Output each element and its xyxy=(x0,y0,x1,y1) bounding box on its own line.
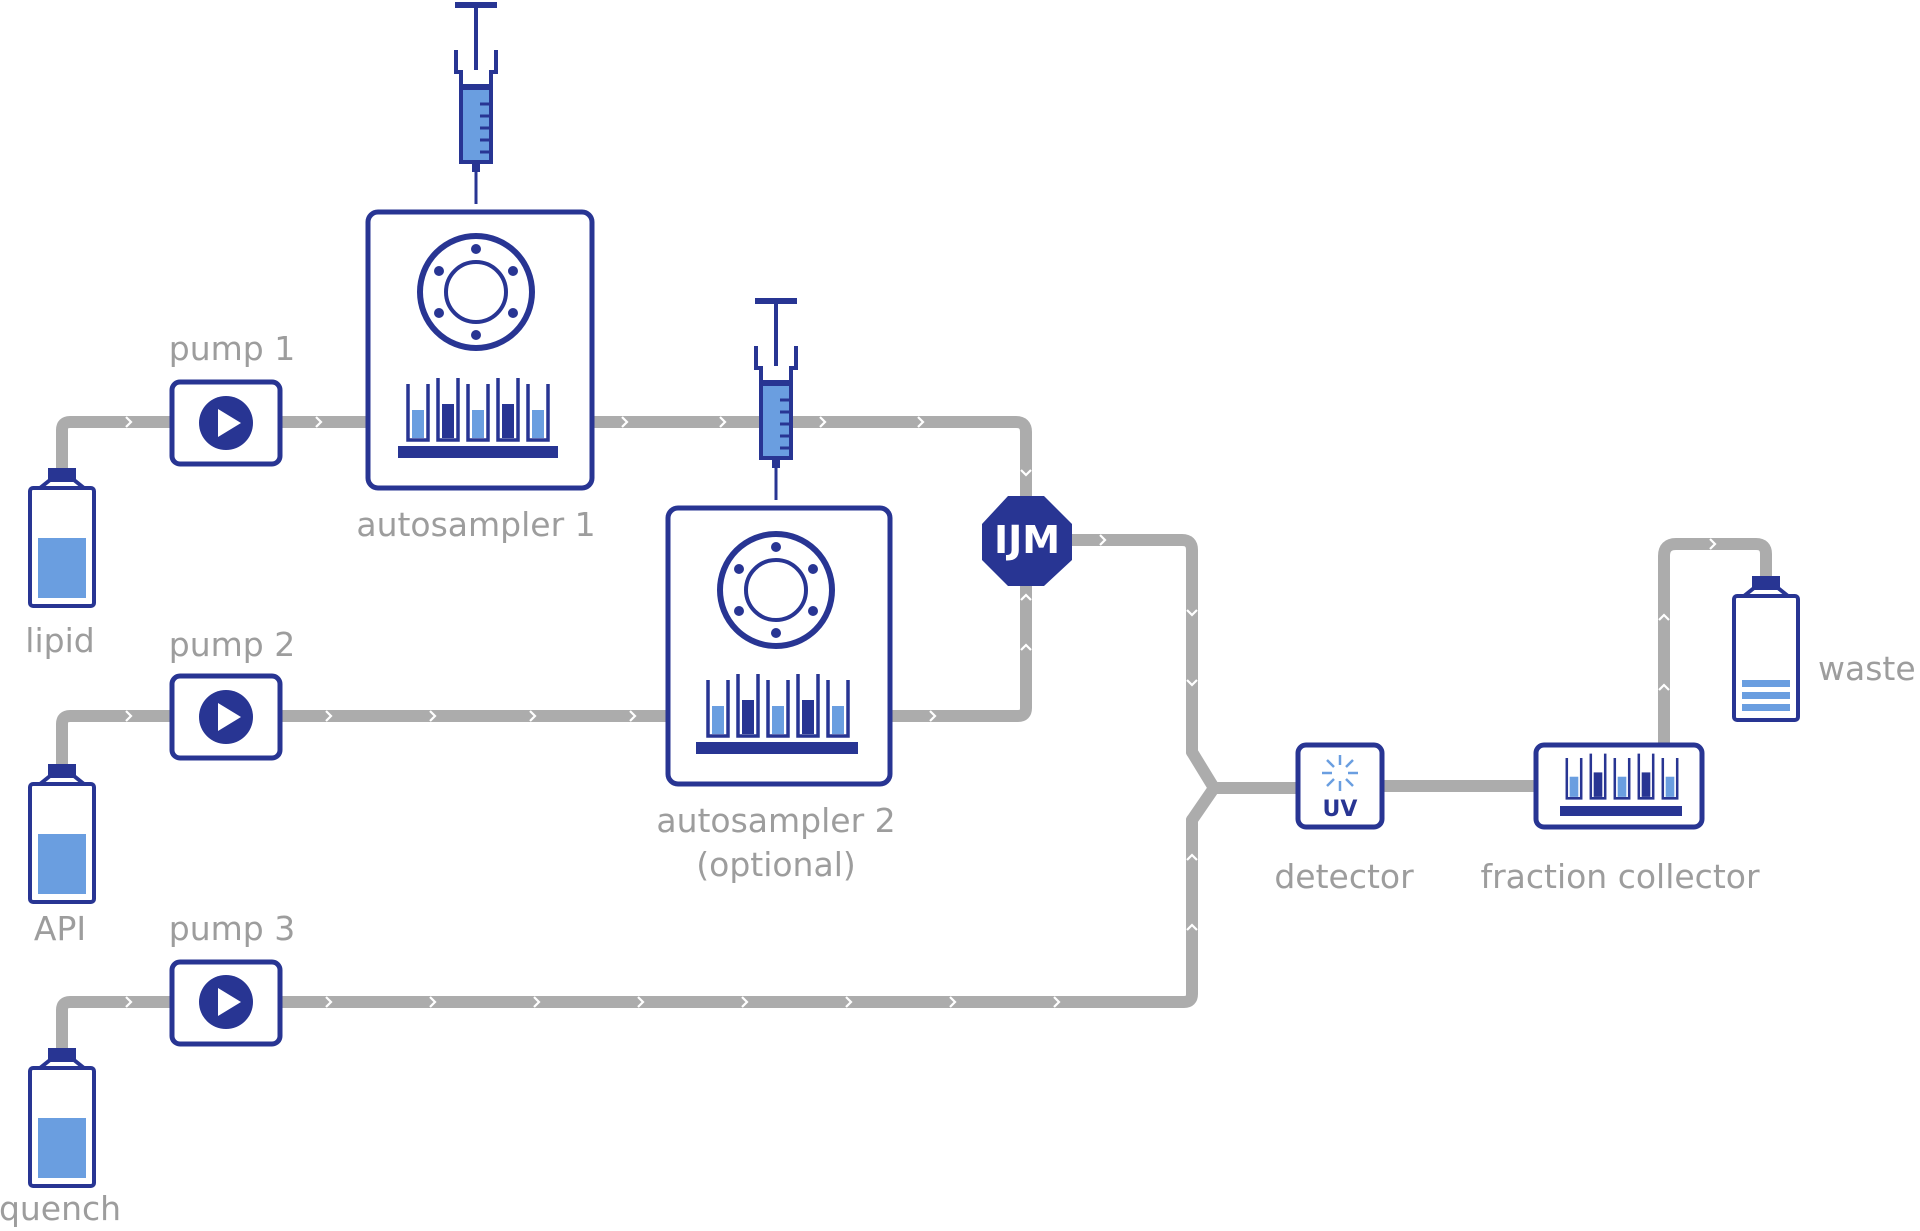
detector-label: detector xyxy=(1274,857,1414,896)
autosampler-2 xyxy=(665,505,893,787)
waste-bottle xyxy=(1732,576,1800,722)
pump-3-label: pump 3 xyxy=(169,909,295,948)
fraction-collector-label: fraction collector xyxy=(1480,857,1759,896)
lipid-label: lipid xyxy=(25,621,94,660)
fraction-collector xyxy=(1533,742,1705,830)
ijm-mixer: IJM xyxy=(982,496,1072,586)
quench-bottle xyxy=(28,1046,96,1188)
pump-1 xyxy=(169,379,283,467)
api-bottle xyxy=(28,762,96,904)
play-icon xyxy=(199,690,253,744)
vial-rack-icon xyxy=(1560,752,1682,816)
detector: UV xyxy=(1295,742,1385,830)
vial-rack-icon xyxy=(398,376,558,458)
pump-3 xyxy=(169,959,283,1047)
lipid-bottle xyxy=(28,466,96,608)
pump-2 xyxy=(169,673,283,761)
quench-label: quench xyxy=(0,1189,121,1228)
pump-2-label: pump 2 xyxy=(169,625,295,664)
waste-label: waste xyxy=(1818,649,1916,688)
play-icon xyxy=(199,975,253,1029)
uv-label: UV xyxy=(1323,797,1358,822)
api-label: API xyxy=(34,909,86,948)
autosampler-2-label: autosampler 2 xyxy=(656,801,895,840)
vial-rack-icon xyxy=(696,672,858,754)
tubing xyxy=(56,416,1772,1056)
uv-lamp-icon xyxy=(1322,755,1358,791)
syringe-icon xyxy=(753,296,799,502)
autosampler-1-label: autosampler 1 xyxy=(356,505,595,544)
play-icon xyxy=(199,396,253,450)
valve-wheel-icon xyxy=(420,236,532,348)
flow-arrows xyxy=(125,416,1717,1008)
syringe-icon xyxy=(453,0,499,206)
autosampler-2-optional-label: (optional) xyxy=(696,845,856,884)
pump-1-label: pump 1 xyxy=(169,329,295,368)
ijm-label: IJM xyxy=(994,518,1060,562)
valve-wheel-icon xyxy=(720,534,832,646)
autosampler-1 xyxy=(365,209,595,491)
